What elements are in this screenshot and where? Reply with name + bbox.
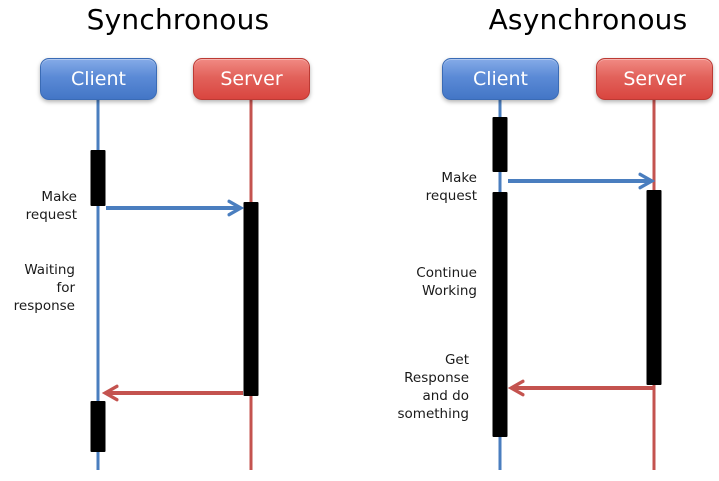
sync-client-activation-bar-1 — [90, 150, 106, 206]
sync-make-request-label: Make request — [25, 189, 77, 223]
sync-client-box-label: Client — [70, 68, 126, 90]
async-client-box: Client — [442, 58, 559, 100]
async-continue-working-label: Continue Working — [416, 265, 477, 299]
sync-server-activation-bar — [243, 202, 259, 396]
async-server-box: Server — [596, 58, 713, 100]
sync-title: Synchronous — [86, 3, 270, 36]
sync-server-box-label: Server — [220, 68, 283, 90]
async-client-box-label: Client — [472, 68, 528, 90]
async-client-activation-bar-2 — [492, 192, 508, 437]
async-server-activation-bar — [646, 190, 662, 385]
sync-server-box: Server — [193, 58, 310, 100]
async-client-activation-bar-1 — [492, 117, 508, 172]
async-make-request-label: Make request — [425, 170, 477, 204]
sync-client-activation-bar-2 — [90, 401, 106, 452]
async-title: Asynchronous — [488, 3, 688, 36]
sync-waiting-label: Waiting for response — [13, 262, 75, 314]
async-get-response-label: Get Response and do something — [397, 352, 469, 422]
sync-client-box: Client — [40, 58, 157, 100]
async-server-box-label: Server — [623, 68, 686, 90]
